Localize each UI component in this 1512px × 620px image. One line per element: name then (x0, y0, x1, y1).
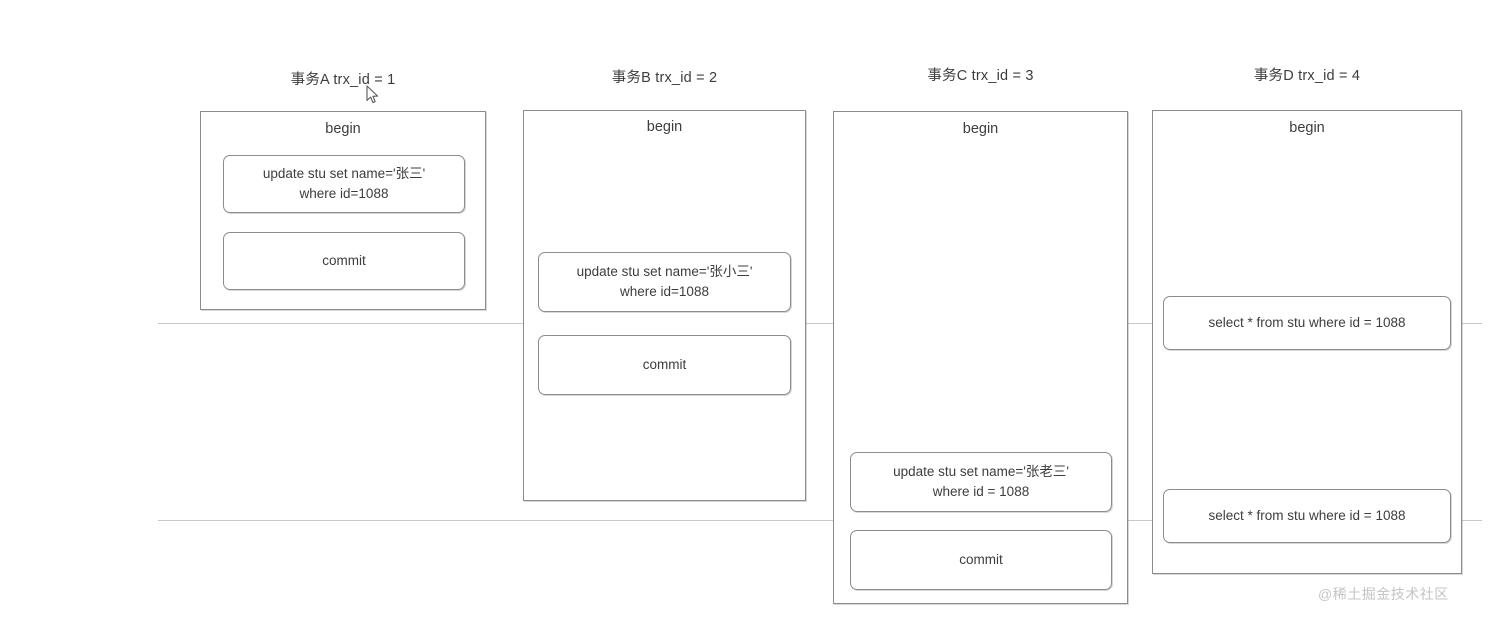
transaction-c-update-statement[interactable]: update stu set name='张老三' where id = 108… (850, 452, 1112, 512)
transaction-d-title: 事务D trx_id = 4 (1253, 68, 1361, 84)
transaction-d-select-statement-2[interactable]: select * from stu where id = 1088 (1163, 489, 1451, 543)
transaction-a-commit-statement[interactable]: commit (223, 232, 465, 290)
transaction-b-commit-statement[interactable]: commit (538, 335, 791, 395)
transaction-column-c: 事务C trx_id = 3 begin update stu set name… (833, 64, 1128, 604)
transaction-b-begin-label: begin (646, 119, 683, 135)
transaction-column-b: 事务B trx_id = 2 begin update stu set name… (523, 66, 806, 501)
transaction-c-begin-label: begin (962, 121, 999, 137)
transaction-d-select-statement-1[interactable]: select * from stu where id = 1088 (1163, 296, 1451, 350)
transaction-a-begin-label: begin (325, 121, 361, 137)
transaction-b-box: begin update stu set name='张小三' where id… (523, 110, 806, 501)
transaction-c-title: 事务C trx_id = 3 (927, 68, 1034, 84)
transaction-d-begin-label: begin (1289, 120, 1325, 136)
watermark: @稀土掘金技术社区 (1318, 586, 1449, 602)
transaction-b-title: 事务B trx_id = 2 (611, 70, 718, 86)
transaction-c-box: begin update stu set name='张老三' where id… (833, 111, 1128, 604)
read-view-line-2 (158, 520, 1482, 521)
transaction-a-box: begin update stu set name='张三' where id=… (200, 111, 486, 310)
transaction-column-a: 事务A trx_id = 1 begin update stu set name… (200, 68, 486, 310)
transaction-b-update-statement[interactable]: update stu set name='张小三' where id=1088 (538, 252, 791, 312)
transaction-c-commit-statement[interactable]: commit (850, 530, 1112, 590)
transaction-a-update-statement[interactable]: update stu set name='张三' where id=1088 (223, 155, 465, 213)
transaction-d-box: begin select * from stu where id = 1088 … (1152, 110, 1462, 574)
transaction-column-d: 事务D trx_id = 4 begin select * from stu w… (1152, 64, 1462, 574)
read-view-line-1 (158, 323, 1482, 324)
transaction-a-title: 事务A trx_id = 1 (290, 72, 396, 88)
